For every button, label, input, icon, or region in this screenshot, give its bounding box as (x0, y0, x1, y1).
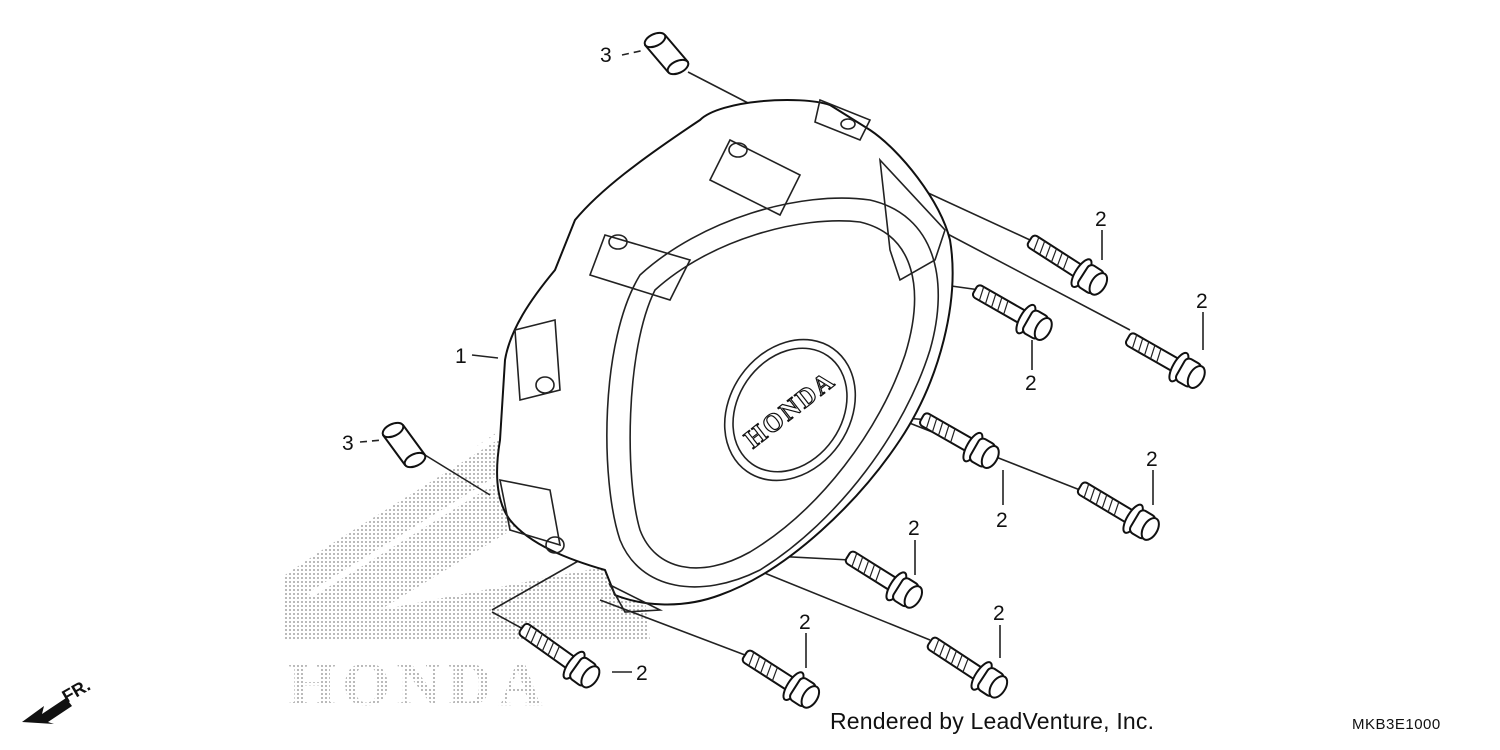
flange-bolt (844, 550, 924, 609)
callout-1: 1 (455, 345, 467, 368)
callout-2-e: 2 (996, 509, 1008, 532)
flange-bolt (926, 636, 1009, 699)
callout-3-upper: 3 (600, 44, 612, 67)
flange-bolt (741, 649, 821, 709)
callout-2-b: 2 (1196, 290, 1208, 313)
callout-2-i: 2 (636, 662, 648, 685)
dowel-pin-lower (381, 421, 427, 469)
generator-cover: HONDA (496, 98, 954, 613)
render-credit: Rendered by LeadVenture, Inc. (830, 708, 1155, 734)
callout-2-c: 2 (1025, 372, 1037, 395)
flange-bolt (1026, 234, 1109, 296)
callout-2-a: 2 (1095, 208, 1107, 231)
callout-3-lower: 3 (342, 432, 354, 455)
flange-bolt (918, 412, 1000, 469)
front-direction-arrow: FR. (22, 675, 94, 724)
honda-watermark-text: HONDA (288, 651, 549, 719)
flange-bolt (518, 622, 601, 689)
flange-bolt (971, 284, 1053, 341)
callout-2-f: 2 (908, 517, 920, 540)
bolts (518, 234, 1206, 709)
flange-bolt (1076, 481, 1160, 541)
flange-bolt (1124, 332, 1206, 389)
callout-2-g: 2 (993, 602, 1005, 625)
dowel-pin-upper (643, 31, 690, 76)
diagram-code: MKB3E1000 (1352, 716, 1441, 733)
callout-2-d: 2 (1146, 448, 1158, 471)
callout-2-h: 2 (799, 611, 811, 634)
callouts: 3 1 3 2 2 2 2 2 2 2 2 2 (342, 44, 1208, 685)
